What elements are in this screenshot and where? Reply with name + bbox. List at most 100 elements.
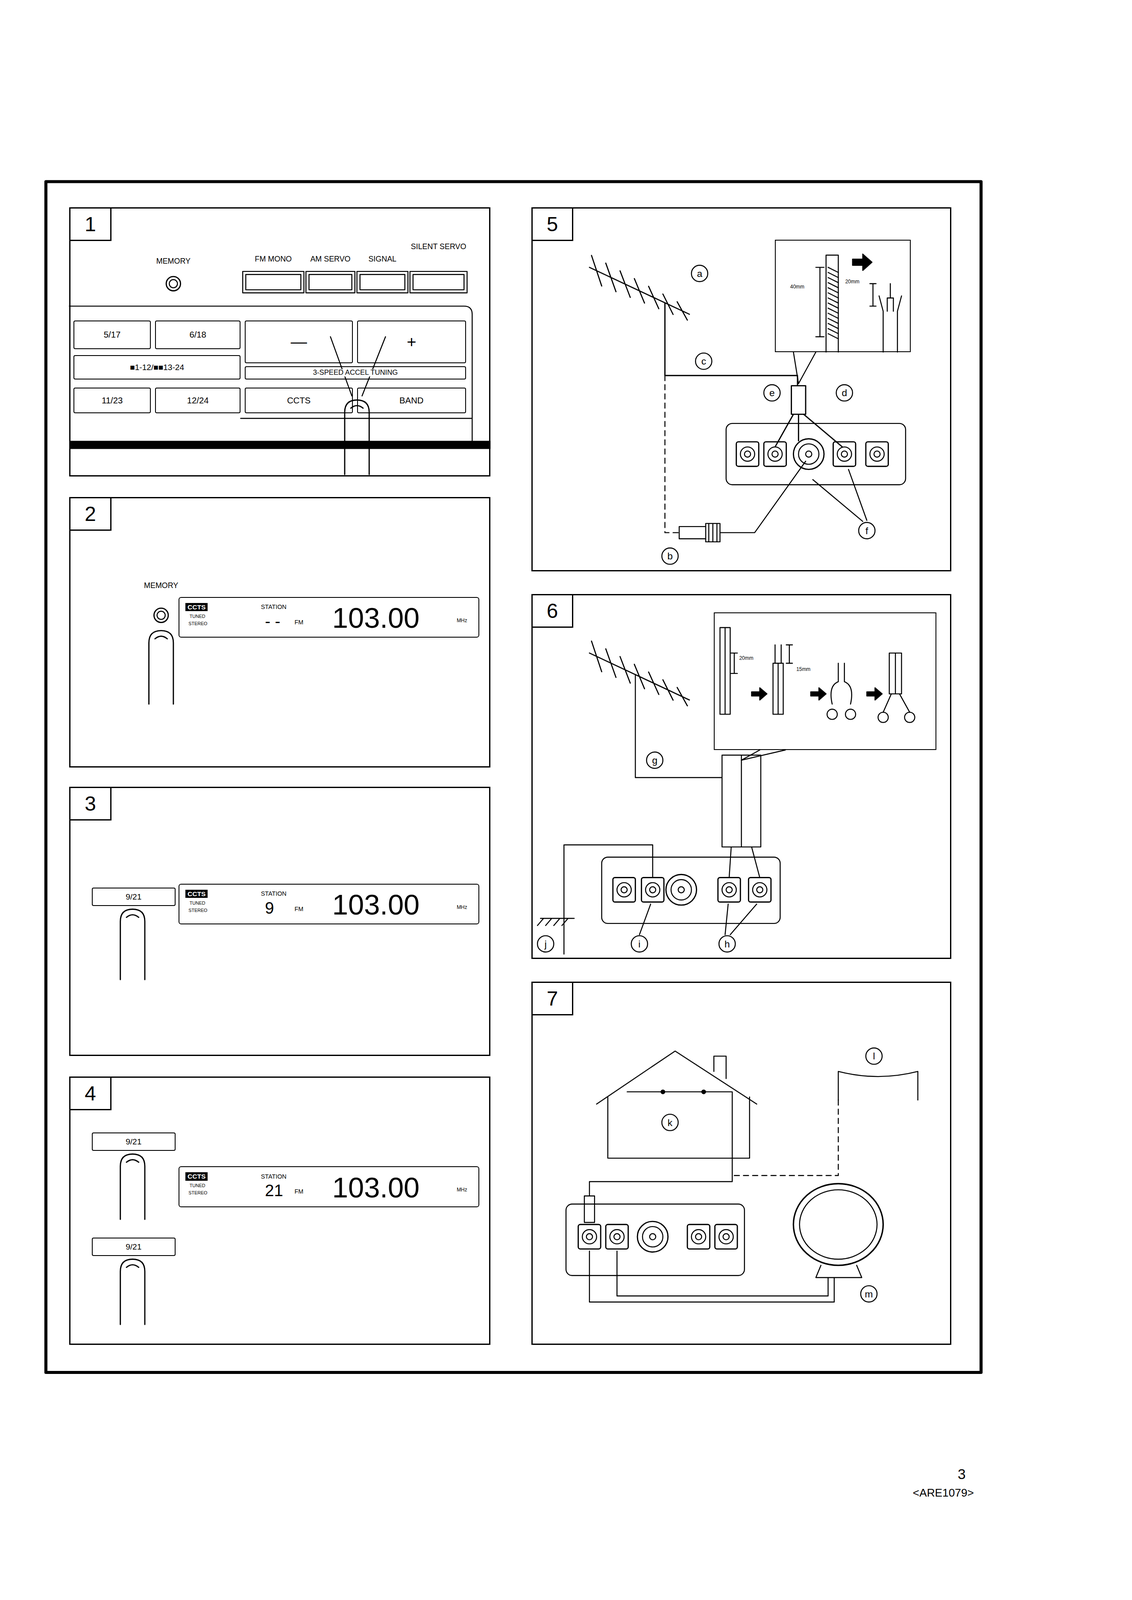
terminal-screw — [865, 441, 889, 467]
callout-circle — [631, 935, 648, 952]
button-label: CCTS — [286, 395, 312, 405]
button-label: — — [289, 333, 308, 350]
display-readout: STATION — [261, 1173, 287, 1179]
push-button: 9/21 — [91, 1237, 176, 1256]
dimension: 20mm — [739, 655, 754, 661]
terminal-screw — [621, 886, 628, 893]
display-readout: 21 — [264, 1181, 283, 1199]
button-label: SIGNAL — [367, 255, 398, 264]
push-button: 11/23 — [73, 387, 151, 414]
step-panel: 40mm20mm5 — [531, 207, 952, 572]
display-readout: STATION — [261, 603, 287, 610]
wire-clip — [661, 1089, 666, 1094]
callout-circle — [718, 935, 736, 952]
display-readout: 103.00 — [332, 1173, 420, 1202]
button-label: 11/23 — [100, 395, 124, 405]
button-label: 6/18 — [188, 330, 207, 339]
button-label: + — [405, 333, 417, 350]
labelled-button: AM SERVO — [305, 255, 355, 294]
push-button: 3-SPEED ACCEL TUNING — [244, 366, 467, 380]
terminal-screw — [768, 446, 783, 461]
display-readout: STEREO — [188, 907, 208, 913]
terminal-screw — [841, 450, 848, 457]
terminal-screw — [752, 882, 767, 897]
coax-plug — [679, 460, 806, 542]
display-readout: TUNED — [189, 900, 206, 906]
terminal-screw — [756, 886, 763, 893]
button-label: SILENT SERVO — [410, 242, 468, 251]
callout-circle — [537, 935, 554, 952]
callout-circle — [865, 1047, 883, 1064]
display-readout: TUNED — [189, 613, 206, 619]
button-label: AM SERVO — [309, 255, 352, 264]
terminal-screw — [726, 886, 733, 893]
labelled-button: SILENT SERVO — [407, 242, 470, 294]
callout-circle — [858, 522, 875, 539]
terminal-screw — [691, 1228, 706, 1244]
button-label: MEMORY — [143, 581, 179, 590]
panel-frame — [69, 305, 473, 441]
step-panel: MEMORYFM MONOAM SERVOSIGNALSILENT SERVO5… — [69, 207, 491, 477]
terminal-screw — [715, 1223, 738, 1249]
step-number: 5 — [532, 208, 574, 241]
callout-letter: c — [701, 356, 707, 367]
terminal-screw — [645, 882, 660, 897]
memory-button-lamp — [169, 279, 178, 288]
display-readout: MHz — [456, 1187, 468, 1193]
callout-circle — [661, 1113, 678, 1130]
twin-lead — [635, 674, 761, 877]
terminal-screw — [582, 1228, 597, 1244]
terminal-screw — [586, 1233, 593, 1240]
screw-heads — [827, 708, 915, 722]
terminal-screw — [612, 876, 636, 902]
step-panel: 7 — [531, 981, 952, 1345]
coax-socket — [649, 1233, 656, 1240]
step-number: 2 — [70, 498, 112, 531]
coax-socket — [793, 438, 825, 470]
push-button: — — [244, 320, 353, 364]
coax-lead — [774, 385, 843, 447]
terminal-screw — [578, 1223, 602, 1249]
yagi-antenna — [589, 640, 690, 706]
terminal-block — [566, 1203, 745, 1276]
callout-letter: m — [865, 1288, 874, 1299]
button-label: MEMORY — [155, 257, 192, 266]
arrow — [852, 254, 872, 271]
finger — [120, 1153, 145, 1220]
terminal-screw — [771, 450, 778, 457]
inset-pointer — [741, 749, 786, 760]
terminal-screw — [695, 1233, 702, 1240]
dimension: 15mm — [796, 666, 811, 672]
callout-circle — [836, 384, 853, 401]
button-label: 9/21 — [124, 1137, 143, 1146]
button-label: ■1-12/■■13-24 — [129, 363, 185, 372]
display-readout: FM — [294, 905, 304, 912]
terminal-screw — [763, 441, 787, 467]
callout-circle — [691, 265, 708, 282]
coax-socket — [805, 450, 812, 457]
step-panel: MEMORYCCTSTUNEDSTEREOSTATION- -FM103.00M… — [69, 496, 491, 768]
arrow — [751, 687, 883, 700]
loop-antenna-inner — [799, 1189, 877, 1259]
page-number: 3 — [957, 1466, 966, 1481]
push-button: ■1-12/■■13-24 — [73, 354, 241, 380]
display-readout: STATION — [261, 890, 287, 897]
terminal-screw — [721, 882, 737, 897]
wire-clip — [701, 1089, 706, 1094]
display-readout: CCTS — [185, 889, 208, 898]
leader-line — [812, 469, 868, 522]
finger — [120, 908, 145, 980]
push-button: 9/21 — [91, 887, 176, 906]
finger — [120, 1258, 145, 1324]
step-panel: 20mm15mm6 — [531, 593, 952, 959]
dimension: 20mm — [845, 279, 860, 285]
step-number: 4 — [70, 1077, 112, 1110]
tuner-display: CCTSTUNEDSTEREOSTATION21FM103.00MHz — [178, 1165, 480, 1207]
push-button: 12/24 — [155, 387, 241, 414]
wire-antenna — [838, 1070, 918, 1100]
labelled-button: SIGNAL — [357, 255, 408, 294]
terminal-screw — [869, 446, 884, 461]
callout-letter: k — [667, 1117, 673, 1127]
